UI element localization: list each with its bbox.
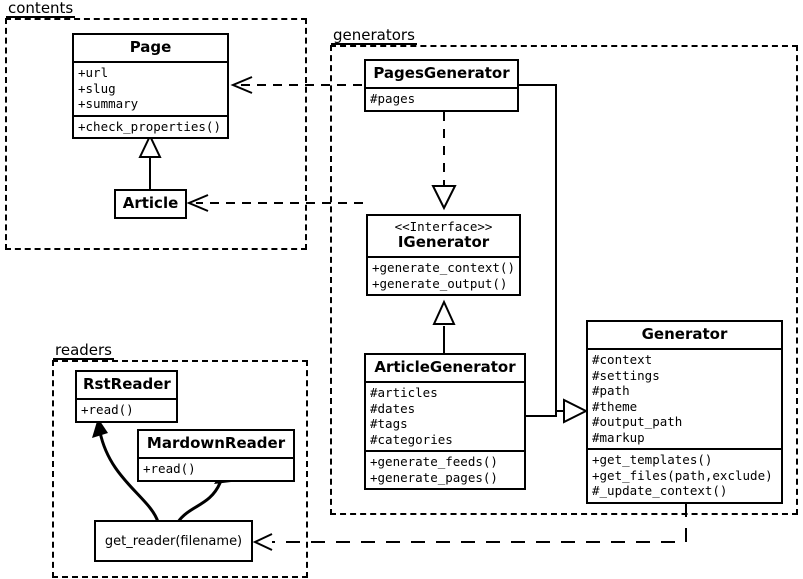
class-name-mardownreader: MardownReader	[146, 434, 286, 452]
class-name-article: Article	[122, 194, 179, 212]
operation-row: +read()	[81, 402, 134, 417]
operation-row: +read()	[143, 461, 196, 476]
attribute-row: +slug	[78, 80, 116, 96]
class-box-page[interactable]: Page +url +slug +summary +check_properti…	[72, 33, 229, 139]
attribute-row: +summary	[78, 96, 139, 111]
function-box-get-reader[interactable]: get_reader(filename)	[94, 520, 253, 562]
function-label-get-reader: get_reader(filename)	[104, 533, 243, 549]
package-generators-label: generators	[331, 26, 417, 45]
class-attributes-articlegenerator: #articles #dates #tags #categories	[366, 381, 524, 450]
operation-row: +generate_pages()	[370, 469, 498, 485]
class-name-pagesgenerator: PagesGenerator	[373, 64, 510, 82]
class-box-generator[interactable]: Generator #context #settings #path #them…	[586, 320, 783, 504]
class-attributes-page: +url +slug +summary	[74, 61, 227, 115]
attribute-row: #theme	[592, 398, 638, 414]
class-box-rstreader[interactable]: RstReader +read()	[75, 370, 178, 423]
class-name-page: Page	[129, 38, 172, 56]
attribute-row: #tags	[370, 416, 408, 431]
attribute-row: #markup	[592, 429, 645, 445]
class-operations-rstreader: +read()	[77, 398, 176, 421]
attribute-row: #context	[592, 352, 653, 367]
class-operations-mardownreader: +read()	[139, 457, 293, 480]
class-name-articlegenerator: ArticleGenerator	[374, 358, 516, 376]
class-operations-articlegenerator: +generate_feeds() +generate_pages()	[366, 450, 524, 488]
class-box-article[interactable]: Article	[114, 189, 187, 219]
class-stereotype-igenerator: <<Interface>>	[394, 219, 493, 234]
package-readers-label: readers	[53, 341, 114, 360]
operation-row: +generate_context()	[372, 260, 515, 275]
operation-row: +generate_feeds()	[370, 454, 498, 469]
attribute-row: #articles	[370, 385, 438, 400]
class-name-generator: Generator	[641, 325, 728, 343]
attribute-row: #dates	[370, 400, 416, 416]
package-contents-label: contents	[6, 0, 76, 18]
package-readers	[52, 360, 308, 578]
class-box-igenerator[interactable]: <<Interface>> IGenerator +generate_conte…	[366, 214, 521, 296]
class-box-pagesgenerator[interactable]: PagesGenerator #pages	[364, 59, 519, 112]
operation-row: +generate_output()	[372, 275, 508, 291]
attribute-row: #pages	[370, 91, 416, 106]
attribute-row: #categories	[370, 431, 453, 447]
attribute-row: +url	[78, 65, 109, 80]
class-attributes-pagesgenerator: #pages	[366, 87, 517, 110]
operation-row: +get_files(path,exclude)	[592, 467, 773, 483]
operation-row: #_update_context()	[592, 483, 728, 498]
class-box-mardownreader[interactable]: MardownReader +read()	[137, 429, 295, 482]
attribute-row: #settings	[592, 367, 660, 383]
package-contents	[5, 18, 307, 250]
class-operations-generator: +get_templates() +get_files(path,exclude…	[588, 448, 781, 502]
class-name-igenerator: IGenerator	[397, 233, 490, 251]
operation-row: +get_templates()	[592, 452, 713, 467]
attribute-row: #path	[592, 383, 630, 398]
class-attributes-generator: #context #settings #path #theme #output_…	[588, 348, 781, 448]
operation-row: +check_properties()	[78, 118, 221, 134]
class-name-rstreader: RstReader	[83, 375, 171, 393]
class-box-articlegenerator[interactable]: ArticleGenerator #articles #dates #tags …	[364, 353, 526, 490]
class-operations-igenerator: +generate_context() +generate_output()	[368, 256, 519, 294]
attribute-row: #output_path	[592, 414, 683, 429]
class-operations-page: +check_properties()	[74, 114, 227, 138]
